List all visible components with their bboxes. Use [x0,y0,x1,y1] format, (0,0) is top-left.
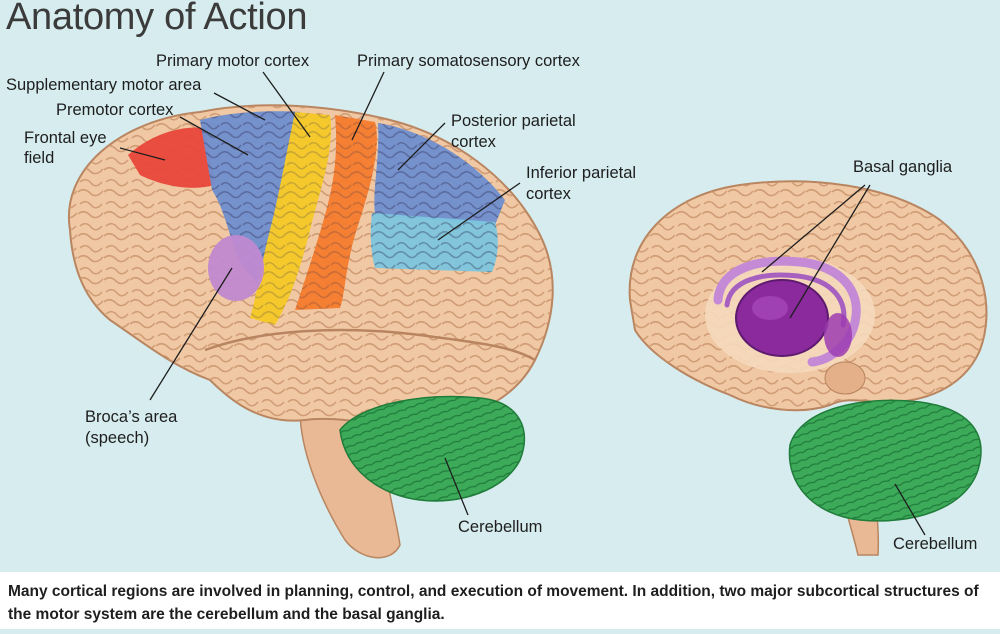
leader-lines [119,71,926,536]
page-title: Anatomy of Action [6,0,308,38]
caption-text: Many cortical regions are involved in pl… [8,583,979,623]
label-frontal-eye-field-2: field [24,149,55,167]
label-frontal-eye-field-1: Frontal eye [24,129,107,147]
label-cerebellum-left: Cerebellum [458,518,543,536]
label-premotor-cortex: Premotor cortex [56,101,174,119]
right-brain [628,180,988,556]
label-basal-ganglia: Basal ganglia [853,158,953,176]
brocas-area-region [208,235,264,301]
label-posterior-parietal-2: cortex [451,133,496,151]
label-posterior-parietal-1: Posterior parietal [451,112,576,130]
label-inferior-parietal-1: Inferior parietal [526,164,637,182]
label-brocas-area-2: (speech) [85,429,150,447]
label-supplementary-motor-area: Supplementary motor area [6,76,202,94]
label-inferior-parietal-2: cortex [526,185,571,203]
caption-box: Many cortical regions are involved in pl… [0,572,1000,629]
frontal-eye-field-region [128,127,215,188]
label-primary-motor-cortex: Primary motor cortex [156,52,310,70]
label-cerebellum-right: Cerebellum [893,535,978,553]
label-primary-somatosensory-cortex: Primary somatosensory cortex [357,52,580,70]
left-brain [67,104,554,559]
label-brocas-area-1: Broca’s area [85,408,178,426]
basal-ganglia-shape [713,256,861,367]
